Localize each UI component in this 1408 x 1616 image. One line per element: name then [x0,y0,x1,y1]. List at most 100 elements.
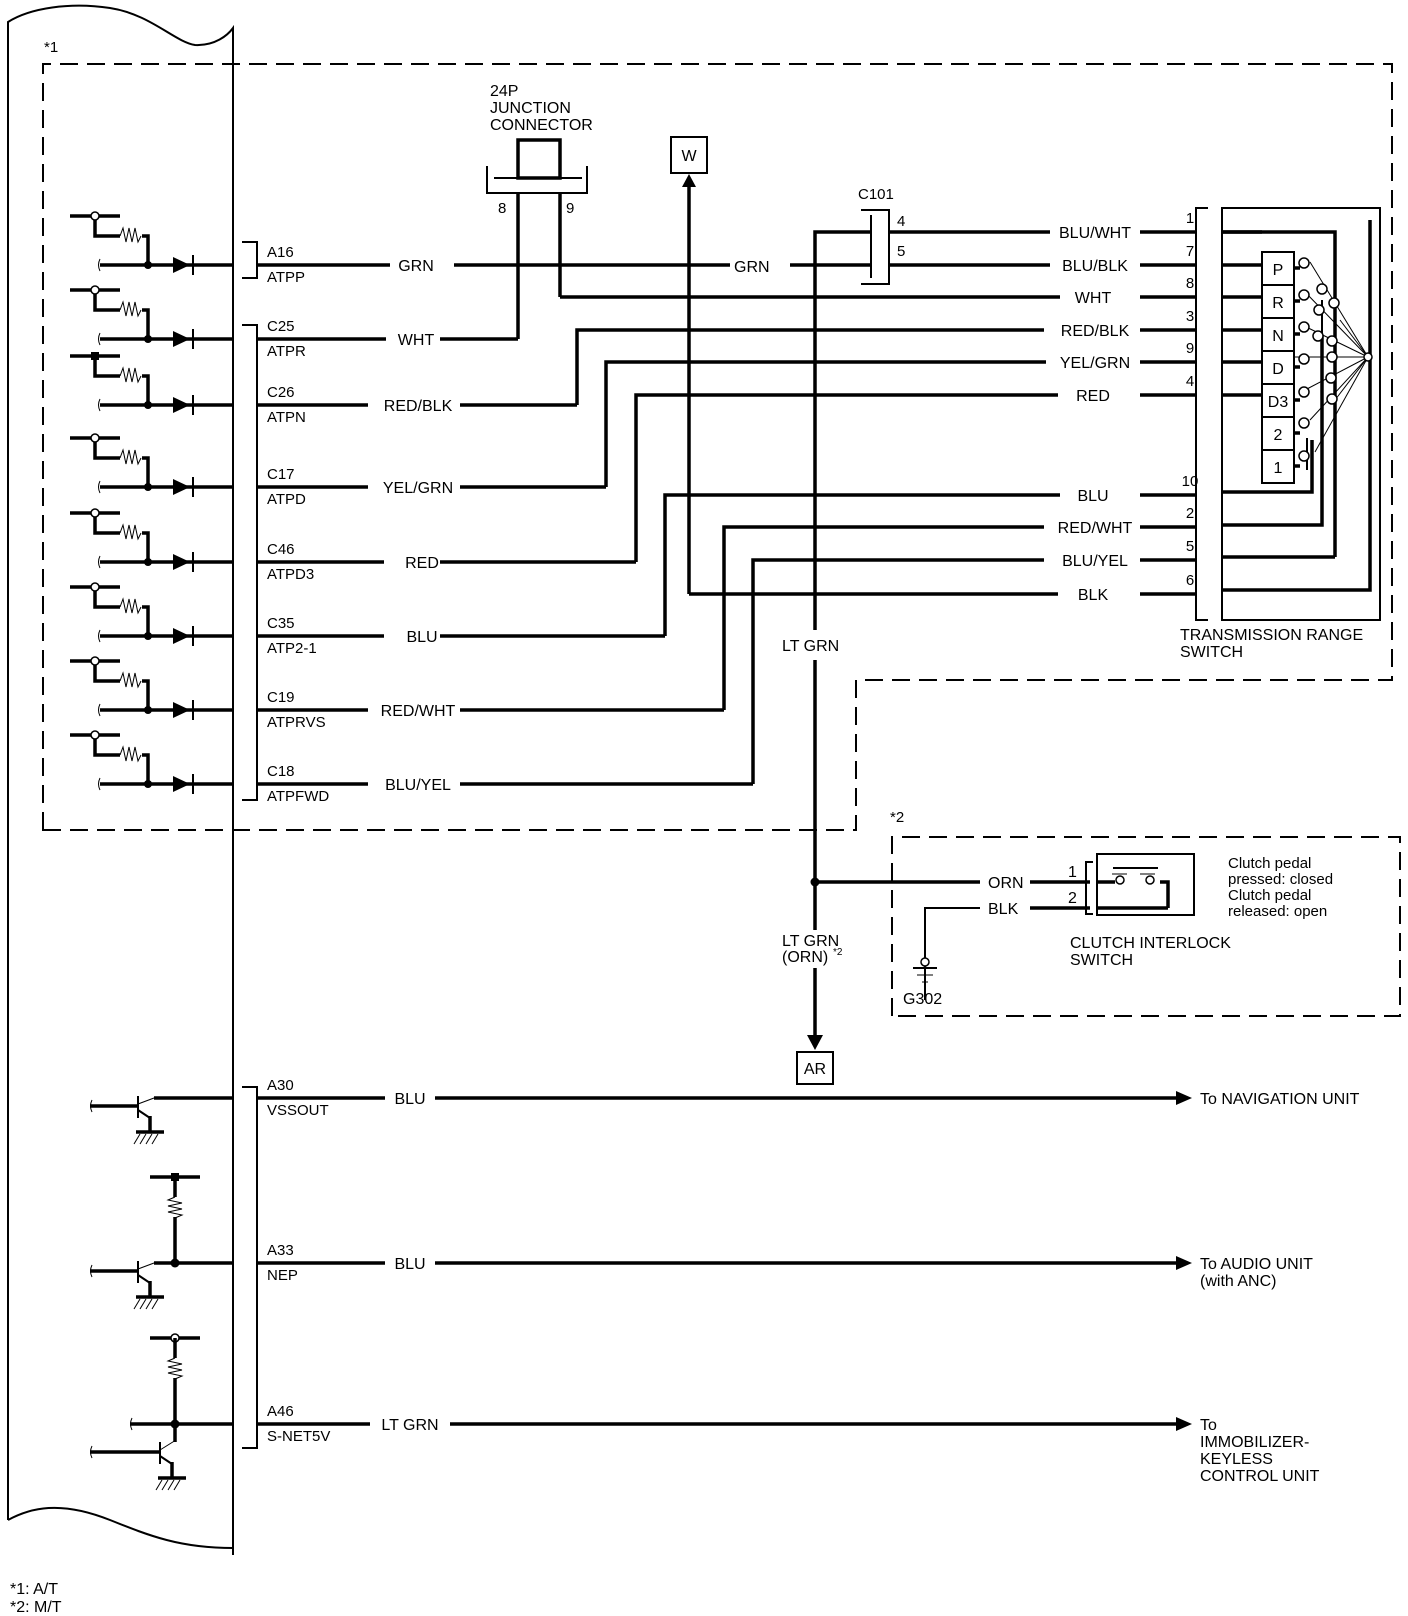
range-position-r: R [1222,263,1300,319]
input-circuit-c18 [70,730,233,794]
input-circuit-c26 [70,352,233,415]
resistor-icon [119,671,142,689]
ground-g302: G302 [903,957,942,1008]
arrow-icon [1176,1417,1192,1431]
terminal-bracket-a-out [242,1086,258,1449]
diode-icon [173,702,190,718]
node-dot [144,632,152,640]
output-pin: A30 [267,1077,294,1094]
wire-color-c26: RED/BLK [384,398,453,415]
resistor-icon [119,366,142,384]
junction-dot [90,730,100,740]
terminal-bracket-c [242,324,258,801]
group2-marker: *2 [890,809,904,826]
diode-icon [173,397,190,413]
node-dot [144,780,152,788]
clutch-wire-blk: BLK [988,901,1019,918]
mt-region-border [891,836,1401,1017]
break-mark [98,555,101,569]
svg-text:(ORN): (ORN) [782,949,828,966]
wire-color-a16: GRN [398,258,434,275]
c101-pin-4: 4 [897,213,905,230]
connector-ar: AR [796,1051,834,1085]
output-wire-color: BLU [394,1091,425,1108]
ecm-terminals: A16ATPPGRNC25ATPRWHTC26ATPNRED/BLKC17ATP… [267,244,456,805]
node-dot [144,401,152,409]
diode-icon [173,628,190,644]
connector-c101: C101 4 5 [858,186,905,285]
range-position-label: P [1273,262,1284,279]
range-wire-pin: 9 [1186,340,1194,357]
input-circuit-c46 [70,508,233,572]
connector-ar-label: AR [804,1061,826,1078]
range-wire-color: BLU [1077,488,1108,505]
range-wire-pin: 10 [1182,473,1199,490]
terminal-pin-c46: C46 [267,541,295,558]
junction-dot [90,582,100,592]
junction-dot [90,285,100,295]
terminal-signal-atpd: ATPD [267,491,306,508]
input-circuit-c25 [70,285,233,349]
range-wire-color: BLU/BLK [1062,258,1128,275]
clutch-interlock-switch: ORN BLK 1 2 CLUTCH INTERLOCK SWITCH Clut… [815,853,1333,1000]
junction-dot [90,656,100,666]
clutch-note-2: pressed: closed [1228,871,1333,888]
terminal-signal-atpd3: ATPD3 [267,566,314,583]
arrow-icon [1176,1256,1192,1270]
diode-icon [173,554,190,570]
connector-w: W [670,136,708,594]
output-pin: A33 [267,1242,294,1259]
terminal-signal-atpfwd: ATPFWD [267,788,329,805]
resistor-icon [119,745,142,763]
terminal-pin-a16: A16 [267,244,294,261]
internal-input-circuits [70,211,233,794]
junction-dot [91,352,99,360]
legend-mt: *2: M/T [10,1599,62,1616]
clutch-note-1: Clutch pedal [1228,855,1311,872]
terminal-pin-c19: C19 [267,689,295,706]
transistor-icon [90,1096,233,1145]
range-switch-wires: BLU/WHT1BLU/BLK7WHT8RED/BLK3YEL/GRN9RED4… [1058,210,1199,604]
range-wire-pin: 4 [1186,373,1194,390]
pcm-outline [7,4,234,1555]
wire-color-c25: WHT [398,332,435,349]
break-mark [98,629,101,643]
output-destination: KEYLESS [1200,1451,1273,1468]
terminal-signal-atp2-1: ATP2-1 [267,640,317,657]
clutch-pin-1: 1 [1068,864,1077,881]
range-wire-pin: 8 [1186,275,1194,292]
junction-connector-label-3: CONNECTOR [490,117,593,134]
range-wire-color: WHT [1075,290,1112,307]
node-dot [144,558,152,566]
terminal-signal-atpp: ATPP [267,269,305,286]
range-wire-color: BLU/YEL [1062,553,1128,570]
output-signal: S-NET5V [267,1428,330,1445]
range-wire-pin: 6 [1186,572,1194,589]
legend-at: *1: A/T [10,1581,58,1598]
output-destination: CONTROL UNIT [1200,1468,1320,1485]
resistor-icon [119,597,142,615]
node-dot [144,483,152,491]
lt-grn-label: LT GRN [782,638,839,655]
output-signal: VSSOUT [267,1102,329,1119]
range-wire-color: RED/BLK [1061,323,1130,340]
c101-label: C101 [858,186,894,203]
output-signal: NEP [267,1267,298,1284]
output-wire-color: BLU [394,1256,425,1273]
wire-color-c35: BLU [406,629,437,646]
range-switch-title-1: TRANSMISSION RANGE [1180,627,1363,644]
range-switch-contacts [1222,220,1373,592]
diode-icon [173,331,190,347]
output-destination: To [1200,1417,1217,1434]
g302-label: G302 [903,991,942,1008]
output-destination: (with ANC) [1200,1273,1276,1290]
diode-icon [173,257,190,273]
node-dot [144,261,152,269]
